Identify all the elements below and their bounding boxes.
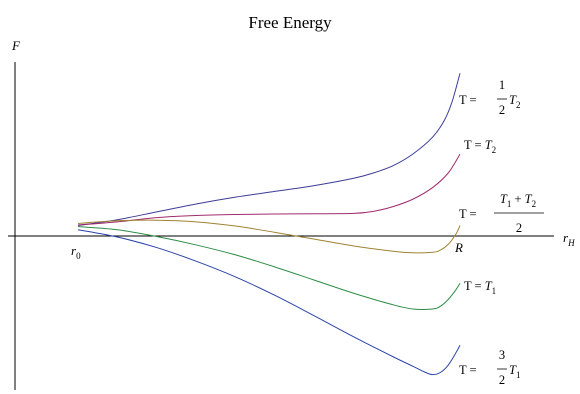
- curve-series-4: [77, 229, 461, 376]
- label-three-half-t1: T = 3 2 T1: [459, 348, 520, 387]
- label-t1: T = T1: [464, 279, 496, 296]
- curve-series-3: [77, 226, 461, 310]
- chart-title: Free Energy: [248, 13, 332, 32]
- label-three-half-t1-num: 3: [499, 348, 505, 362]
- label-three-half-t1-sym-sub: 1: [516, 370, 521, 380]
- curve-series-2: [77, 219, 461, 254]
- label-t1-prefix: T =: [464, 279, 485, 293]
- label-half-t2-sym: T2: [509, 93, 520, 110]
- label-three-half-t1-sym: T1: [509, 363, 520, 380]
- label-avg: T = T1 + T2 2: [459, 192, 544, 235]
- x-tick-R: R: [454, 240, 463, 255]
- label-half-t2-den: 2: [499, 103, 505, 117]
- x-tick-r0-sub: 0: [76, 251, 81, 261]
- label-t1-sym: T: [485, 279, 493, 293]
- label-t2: T = T2: [464, 138, 496, 155]
- curve-series-0: [77, 73, 461, 226]
- x-axis-label: rH: [563, 230, 575, 248]
- label-avg-num: T1 + T2: [500, 192, 536, 209]
- label-avg-num-sym2: T: [525, 192, 533, 206]
- label-three-half-t1-prefix: T =: [459, 363, 477, 377]
- label-avg-den: 2: [516, 221, 522, 235]
- label-half-t2-prefix: T =: [459, 93, 477, 107]
- label-half-t2-sym-main: T: [509, 93, 517, 107]
- label-half-t2-sym-sub: 2: [516, 100, 521, 110]
- label-avg-num-sym1: T: [500, 192, 508, 206]
- y-axis-label: F: [11, 38, 21, 53]
- x-axis-label-sub: H: [567, 238, 575, 248]
- label-t2-sub: 2: [492, 145, 497, 155]
- label-half-t2: T = 1 2 T2: [459, 78, 520, 117]
- label-t1-sub: 1: [492, 286, 497, 296]
- x-tick-r0-main: r: [71, 243, 77, 258]
- label-avg-num-mid: +: [511, 192, 524, 206]
- label-t1-text: T = T1: [464, 279, 496, 296]
- curve-series-1: [77, 153, 461, 226]
- x-tick-r0: r0: [71, 243, 81, 261]
- label-t2-sym: T: [485, 138, 493, 152]
- label-three-half-t1-den: 2: [499, 373, 505, 387]
- label-t2-prefix: T =: [464, 138, 485, 152]
- label-three-half-t1-sym-main: T: [509, 363, 517, 377]
- label-half-t2-num: 1: [499, 78, 505, 92]
- label-avg-num-sub1: 1: [507, 199, 512, 209]
- curves-group: [77, 73, 461, 376]
- label-t2-text: T = T2: [464, 138, 496, 155]
- label-avg-prefix: T =: [459, 207, 477, 221]
- x-axis-label-main: r: [563, 230, 569, 245]
- label-avg-num-sub2: 2: [532, 199, 537, 209]
